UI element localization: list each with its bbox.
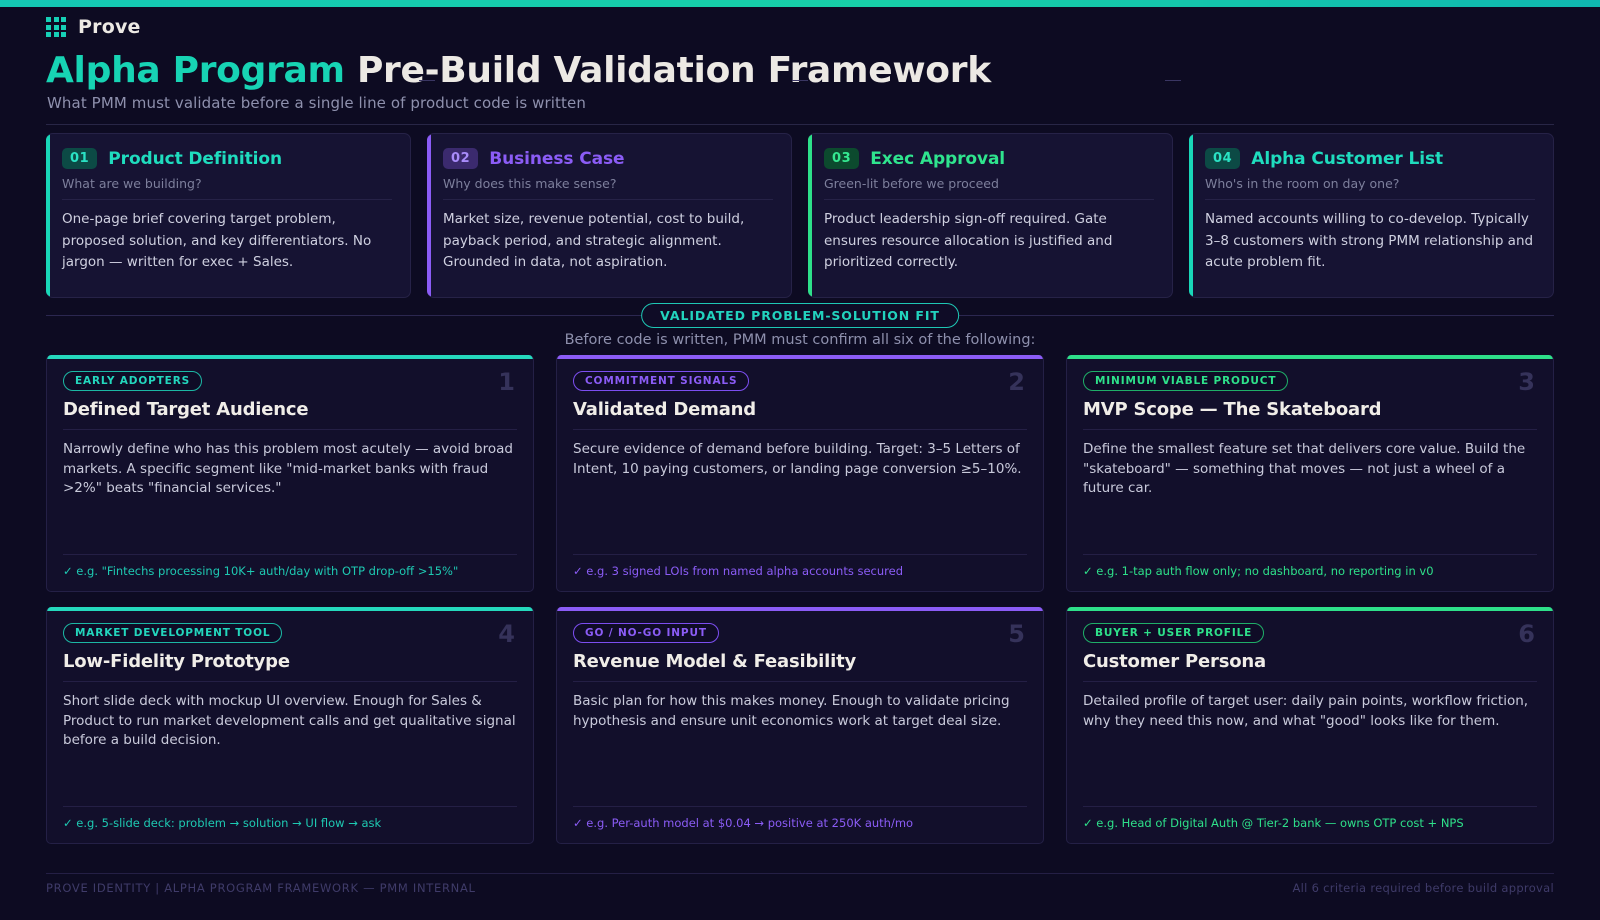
stage-card-01[interactable]: 01 Product Definition What are we buildi… <box>46 133 411 298</box>
stage-body: Market size, revenue potential, cost to … <box>443 211 745 270</box>
criteria-description: Basic plan for how this makes money. Eno… <box>573 693 1010 729</box>
page-title-plain: Pre-Build Validation Framework <box>356 50 991 91</box>
criteria-description: Detailed profile of target user: daily p… <box>1083 693 1529 729</box>
page-title: Alpha Program Pre-Build Validation Frame… <box>46 50 991 91</box>
stage-header: 04 Alpha Customer List <box>1205 148 1535 169</box>
criteria-title: MVP Scope — The Skateboard <box>1083 399 1537 430</box>
criteria-tag: BUYER + USER PROFILE <box>1083 623 1265 643</box>
criteria-card-6[interactable]: BUYER + USER PROFILE 6 Customer Persona … <box>1066 607 1554 844</box>
criteria-tag: COMMITMENT SIGNALS <box>573 371 750 391</box>
criteria-description: Narrowly define who has this problem mos… <box>63 441 513 496</box>
stage-number-badge: 01 <box>62 148 98 169</box>
criteria-example: ✓ e.g. 1-tap auth flow only; no dashboar… <box>1083 554 1537 578</box>
criteria-title: Validated Demand <box>573 399 1027 430</box>
stage-connector-1 <box>419 80 435 81</box>
criteria-tag: EARLY ADOPTERS <box>63 371 203 391</box>
criteria-example: ✓ e.g. "Fintechs processing 10K+ auth/da… <box>63 554 517 578</box>
grid-9-dots-icon <box>46 17 66 37</box>
criteria-index: 5 <box>1008 620 1025 648</box>
stage-body: One-page brief covering target problem, … <box>62 211 372 270</box>
stage-card-03[interactable]: 03 Exec Approval Green-lit before we pro… <box>808 133 1173 298</box>
footer-divider <box>46 873 1554 874</box>
criteria-description: Short slide deck with mockup UI overview… <box>63 693 516 748</box>
criteria-description: Define the smallest feature set that del… <box>1083 441 1526 496</box>
stage-number-badge: 03 <box>824 148 860 169</box>
stage-card-02[interactable]: 02 Business Case Why does this make sens… <box>427 133 792 298</box>
criteria-index: 2 <box>1008 368 1025 396</box>
stage-connector-2 <box>792 80 808 81</box>
criteria-tag: MARKET DEVELOPMENT TOOL <box>63 623 283 643</box>
divider-subtitle: Before code is written, PMM must confirm… <box>564 332 1036 348</box>
criteria-card-2[interactable]: COMMITMENT SIGNALS 2 Validated Demand Se… <box>556 355 1044 592</box>
criteria-index: 1 <box>498 368 515 396</box>
stage-row: 01 Product Definition What are we buildi… <box>46 133 1554 298</box>
status-badge: VALIDATED PROBLEM-SOLUTION FIT <box>641 303 959 328</box>
stage-title: Exec Approval <box>870 148 1006 169</box>
criteria-index: 4 <box>498 620 515 648</box>
header-divider <box>46 124 1554 125</box>
criteria-index: 3 <box>1518 368 1535 396</box>
stage-question: Who's in the room on day one? <box>1205 176 1535 200</box>
criteria-title: Low-Fidelity Prototype <box>63 651 517 682</box>
criteria-title: Customer Persona <box>1083 651 1537 682</box>
criteria-card-1[interactable]: EARLY ADOPTERS 1 Defined Target Audience… <box>46 355 534 592</box>
criteria-title: Revenue Model & Feasibility <box>573 651 1027 682</box>
stage-title: Product Definition <box>108 148 282 169</box>
stage-number-badge: 02 <box>443 148 479 169</box>
stage-body: Named accounts willing to co-develop. Ty… <box>1205 211 1534 270</box>
page-title-accent: Alpha Program <box>46 50 345 91</box>
brand-logo: Prove <box>46 16 141 38</box>
stage-title: Alpha Customer List <box>1251 148 1443 169</box>
stage-question: Green-lit before we proceed <box>824 176 1154 200</box>
criteria-tag: MINIMUM VIABLE PRODUCT <box>1083 371 1289 391</box>
criteria-tag: GO / NO-GO INPUT <box>573 623 719 643</box>
criteria-example: ✓ e.g. 5-slide deck: problem → solution … <box>63 806 517 830</box>
criteria-index: 6 <box>1518 620 1535 648</box>
stage-number-badge: 04 <box>1205 148 1241 169</box>
stage-header: 02 Business Case <box>443 148 773 169</box>
criteria-card-5[interactable]: GO / NO-GO INPUT 5 Revenue Model & Feasi… <box>556 607 1044 844</box>
stage-header: 01 Product Definition <box>62 148 392 169</box>
brand-name: Prove <box>78 16 141 38</box>
stage-body: Product leadership sign-off required. Ga… <box>824 211 1113 270</box>
criteria-example: ✓ e.g. Head of Digital Auth @ Tier-2 ban… <box>1083 806 1537 830</box>
stage-question: What are we building? <box>62 176 392 200</box>
criteria-description: Secure evidence of demand before buildin… <box>573 441 1022 477</box>
footer-right-text: All 6 criteria required before build app… <box>1292 881 1554 895</box>
footer-left-text: PROVE IDENTITY | ALPHA PROGRAM FRAMEWORK… <box>46 881 476 895</box>
page-subtitle: What PMM must validate before a single l… <box>47 94 586 112</box>
stage-question: Why does this make sense? <box>443 176 773 200</box>
stage-title: Business Case <box>489 148 625 169</box>
stage-header: 03 Exec Approval <box>824 148 1154 169</box>
criteria-title: Defined Target Audience <box>63 399 517 430</box>
top-accent-bar <box>0 0 1600 7</box>
criteria-card-3[interactable]: MINIMUM VIABLE PRODUCT 3 MVP Scope — The… <box>1066 355 1554 592</box>
stage-card-04[interactable]: 04 Alpha Customer List Who's in the room… <box>1189 133 1554 298</box>
stage-connector-3 <box>1165 80 1181 81</box>
section-divider: VALIDATED PROBLEM-SOLUTION FIT <box>46 303 1554 328</box>
criteria-example: ✓ e.g. Per-auth model at $0.04 → positiv… <box>573 806 1027 830</box>
criteria-example: ✓ e.g. 3 signed LOIs from named alpha ac… <box>573 554 1027 578</box>
criteria-card-4[interactable]: MARKET DEVELOPMENT TOOL 4 Low-Fidelity P… <box>46 607 534 844</box>
criteria-grid: EARLY ADOPTERS 1 Defined Target Audience… <box>46 355 1554 844</box>
